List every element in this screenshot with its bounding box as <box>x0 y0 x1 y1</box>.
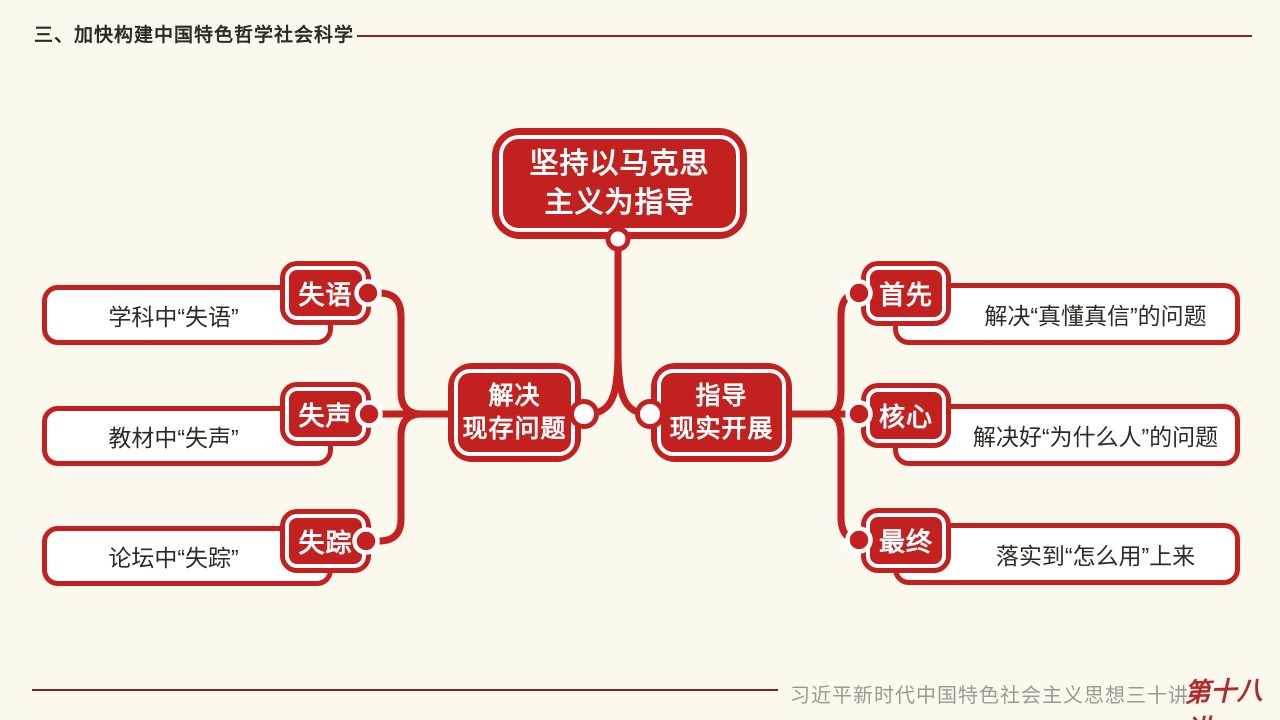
footer-lecture-number: 第十八讲 <box>1183 675 1263 720</box>
hub-node-practice-label: 指导 现实开展 <box>657 369 786 456</box>
footer-rule <box>32 689 778 691</box>
page-title: 三、加快构建中国特色哲学社会科学 <box>34 25 355 46</box>
connector-line <box>364 289 454 418</box>
hub-node-problems-label: 解决 现存问题 <box>454 369 575 456</box>
connector-line <box>614 348 654 418</box>
right-item-pill-1: 解决“真懂真信”的问题 <box>893 283 1240 345</box>
footer-series-title: 习近平新时代中国特色社会主义思想三十讲 <box>790 685 1189 707</box>
left-item-pill-3: 论坛中“失踪” <box>42 526 333 586</box>
root-node-label: 坚持以马克思 主义为指导 <box>499 135 740 232</box>
left-item-pill-1: 学科中“失语” <box>42 285 333 345</box>
left-item-badge-2: 失声 <box>285 387 366 441</box>
connector-line <box>824 410 864 544</box>
right-item-text-1: 解决“真懂真信”的问题 <box>984 303 1207 329</box>
right-item-badge-2: 核心 <box>866 388 946 443</box>
right-item-badge-3: 最终 <box>866 513 946 568</box>
root-node: 坚持以马克思 主义为指导 <box>492 128 747 239</box>
right-item-text-3: 落实到“怎么用”上来 <box>995 543 1196 569</box>
right-item-pill-3: 落实到“怎么用”上来 <box>893 523 1240 585</box>
left-item-text-3: 论坛中“失踪” <box>108 545 239 571</box>
connector-line <box>582 348 622 418</box>
connector-line <box>364 410 426 545</box>
header-rule <box>357 35 1252 37</box>
left-item-text-2: 教材中“失声” <box>108 425 239 451</box>
left-item-text-1: 学科中“失语” <box>108 304 239 330</box>
right-item-badge-1: 首先 <box>866 266 946 321</box>
hub-node-practice: 指导 现实开展 <box>651 363 792 462</box>
right-item-text-2: 解决好“为什么人”的问题 <box>972 424 1219 450</box>
left-item-badge-3: 失踪 <box>285 514 366 568</box>
hub-node-problems: 解决 现存问题 <box>448 363 581 462</box>
connector-line <box>824 289 864 418</box>
left-item-badge-1: 失语 <box>285 266 366 320</box>
right-item-pill-2: 解决好“为什么人”的问题 <box>893 404 1240 466</box>
